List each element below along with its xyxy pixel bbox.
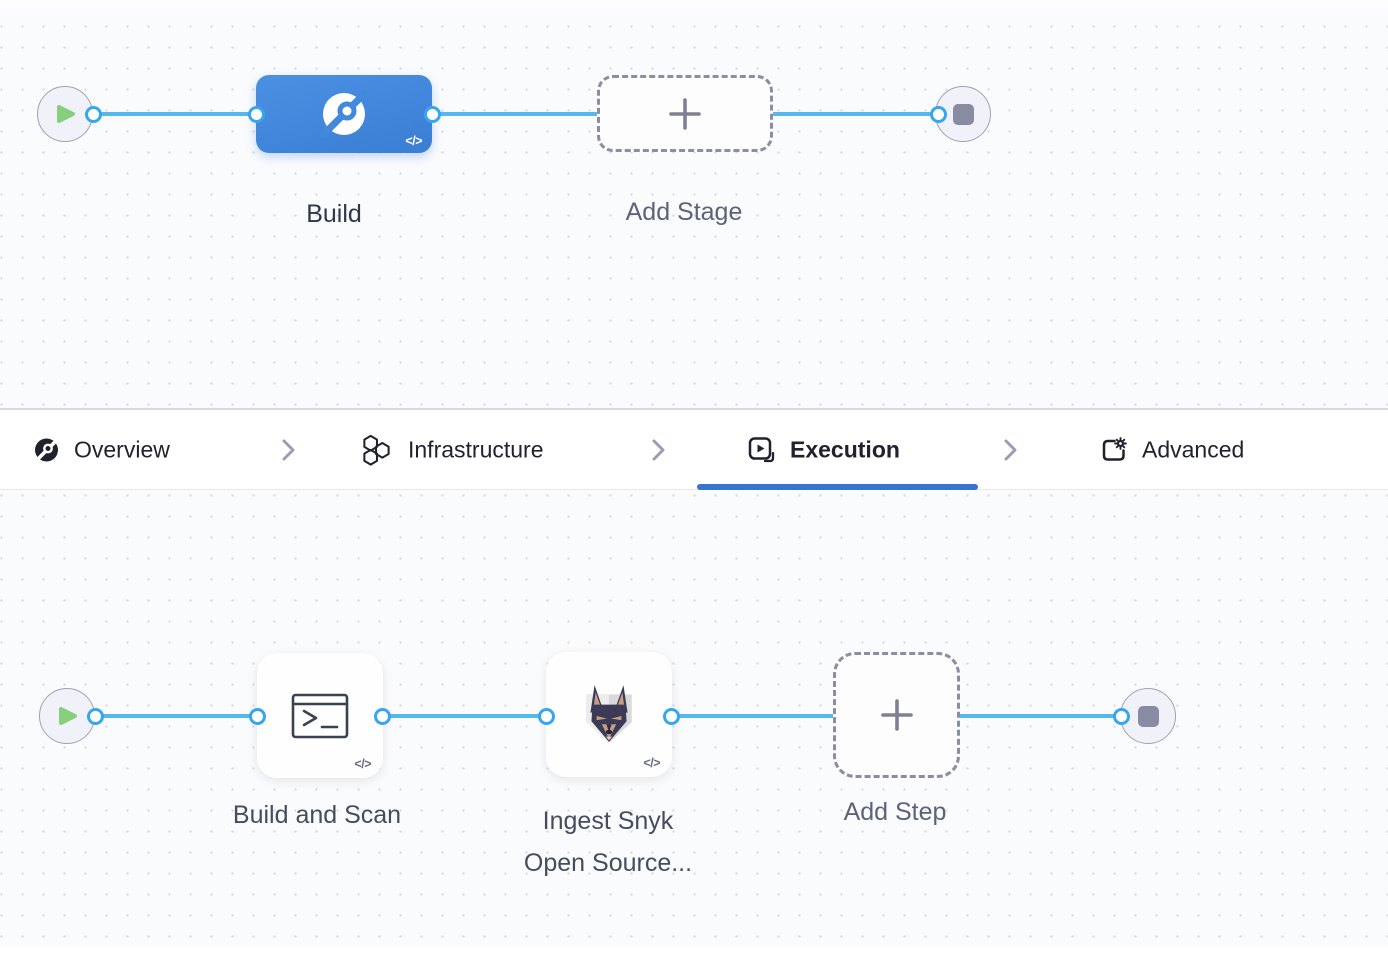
step-label-line1: Ingest Snyk xyxy=(542,807,674,835)
connector-point xyxy=(930,106,947,123)
play-icon xyxy=(55,103,76,125)
connector-point xyxy=(249,708,266,725)
connector-line xyxy=(381,714,548,718)
step-label-line2: Open Source... xyxy=(523,849,693,877)
tab-label: Execution xyxy=(790,436,900,463)
tab-label: Overview xyxy=(74,436,170,463)
stage-config-tabbar: Overview Infrastructure Execution xyxy=(0,408,1388,490)
stop-icon xyxy=(952,103,974,125)
code-badge: </> xyxy=(354,757,371,771)
add-stage-label: Add Stage xyxy=(625,198,743,226)
stage-start-node xyxy=(37,86,93,142)
connector-line xyxy=(958,714,1122,718)
step-start-node xyxy=(39,688,95,744)
connector-line xyxy=(772,112,940,116)
stage-label-build: Build xyxy=(306,200,362,228)
tab-infrastructure[interactable]: Infrastructure xyxy=(360,434,544,467)
ci-build-icon xyxy=(320,90,368,138)
plus-icon xyxy=(666,95,704,133)
stage-canvas xyxy=(0,0,1388,408)
ci-overview-icon xyxy=(34,437,59,463)
box-gear-icon xyxy=(1100,437,1127,464)
play-square-icon xyxy=(748,437,775,464)
hexagons-icon xyxy=(360,434,393,467)
step-label-ingest-snyk: Ingest Snyk Open Source... xyxy=(458,800,758,884)
stage-node-build[interactable]: </> xyxy=(256,75,432,153)
tab-advanced[interactable]: Advanced xyxy=(1100,437,1244,464)
step-label-build-and-scan: Build and Scan xyxy=(232,801,402,829)
step-node-ingest-snyk[interactable]: </> xyxy=(546,652,672,777)
play-icon xyxy=(57,705,78,727)
connector-point xyxy=(85,106,102,123)
connector-point xyxy=(424,106,441,123)
stop-icon xyxy=(1137,705,1159,727)
add-stage-button[interactable] xyxy=(597,75,773,152)
code-badge: </> xyxy=(405,134,422,148)
connector-line xyxy=(670,714,835,718)
add-step-button[interactable] xyxy=(833,652,960,778)
connector-point xyxy=(663,708,680,725)
bottom-margin xyxy=(0,947,1388,954)
chevron-right-icon xyxy=(1002,438,1018,462)
connector-point xyxy=(87,708,104,725)
step-node-build-and-scan[interactable]: </> xyxy=(257,653,383,778)
tab-label: Infrastructure xyxy=(408,436,544,463)
snyk-dog-icon xyxy=(581,683,637,747)
tab-execution[interactable]: Execution xyxy=(748,437,900,464)
code-badge: </> xyxy=(643,756,660,770)
tab-label: Advanced xyxy=(1142,436,1245,463)
chevron-right-icon xyxy=(650,438,666,462)
active-tab-indicator xyxy=(697,484,978,490)
plus-icon xyxy=(877,695,917,735)
connector-line xyxy=(430,112,598,116)
tab-overview[interactable]: Overview xyxy=(34,437,170,464)
terminal-icon xyxy=(291,692,349,740)
chevron-right-icon xyxy=(280,438,296,462)
connector-point xyxy=(538,708,555,725)
connector-point xyxy=(248,106,265,123)
connector-point xyxy=(374,708,391,725)
connector-point xyxy=(1113,708,1130,725)
connector-line xyxy=(94,112,258,116)
top-margin xyxy=(0,0,1388,9)
connector-line xyxy=(96,714,258,718)
add-step-label: Add Step xyxy=(843,798,947,826)
